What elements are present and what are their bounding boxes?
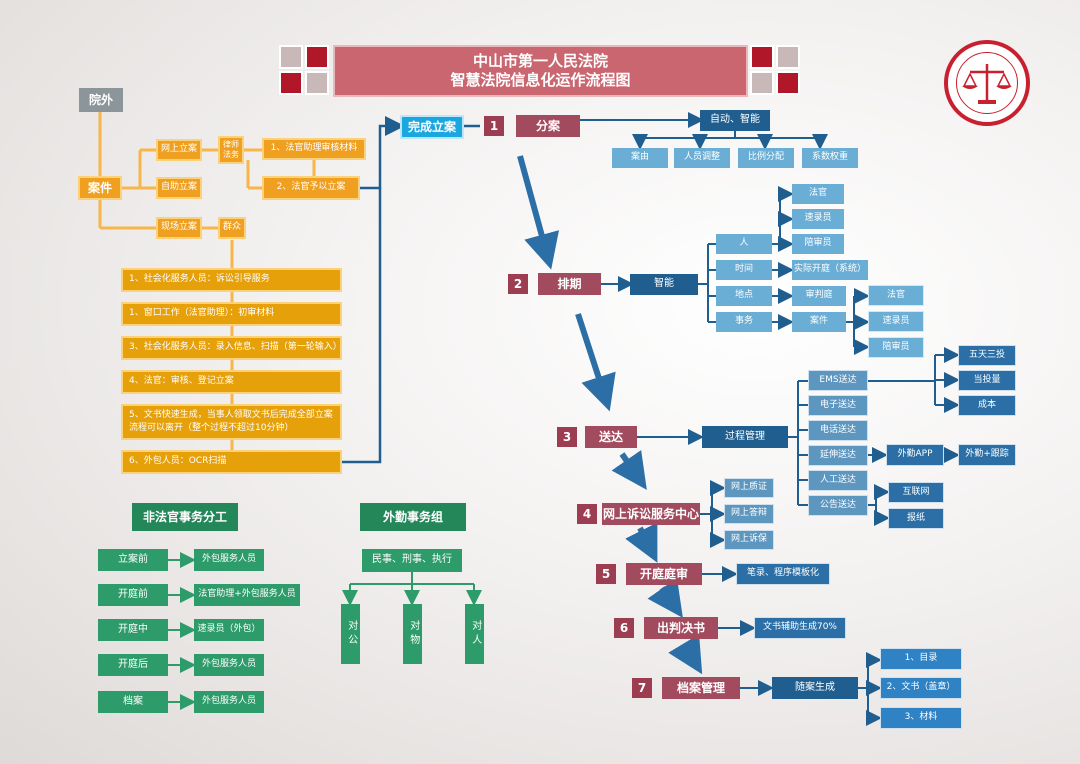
- schedule-time: 实际开庭（系统）: [792, 260, 868, 280]
- archive-item: 2、文书（盖章）: [880, 677, 962, 699]
- nonjudge-staff: 外包服务人员: [194, 654, 264, 676]
- nonjudge-title: 非法官事务分工: [132, 503, 238, 531]
- schedule-dim: 人: [716, 234, 772, 254]
- ems-detail: 当投量: [958, 370, 1016, 391]
- intake-step-6: 6、外包人员：OCR扫描: [121, 450, 342, 474]
- field-track-node: 外勤+跟踪: [958, 444, 1016, 466]
- intake-step-2: 1、窗口工作（法官助理）：初审材料: [121, 302, 342, 326]
- lawyer-node: 律师 法务: [218, 136, 244, 164]
- online-service: 网上答辩: [724, 504, 774, 524]
- notice-channel: 互联网: [888, 482, 944, 503]
- title-deco-left: [279, 45, 331, 97]
- schedule-affair: 案件: [792, 312, 846, 332]
- field-app-node: 外勤APP: [886, 444, 944, 466]
- stage-number: 1: [484, 116, 504, 136]
- filing-complete-node: 完成立案: [400, 115, 464, 139]
- judge-accept-node: 2、法官予以立案: [262, 176, 360, 200]
- intake-step-5: 5、文书快速生成，当事人领取文书后完成全部立案流程可以离开（整个过程不超过10分…: [121, 404, 342, 440]
- archive-gen-node: 随案生成: [772, 677, 858, 699]
- nonjudge-stage: 开庭中: [98, 619, 168, 641]
- field-target: 对物: [403, 604, 422, 664]
- intake-step-1: 1、社会化服务人员：诉讼引导服务: [121, 268, 342, 292]
- online-filing-node: 网上立案: [156, 139, 202, 161]
- delivery-method: 人工送达: [808, 470, 868, 491]
- stage-number: 3: [557, 427, 577, 447]
- assign-item: 人员调整: [674, 148, 730, 168]
- stage-number: 6: [614, 618, 634, 638]
- stage-trial: 开庭庭审: [626, 563, 702, 585]
- field-target: 对公: [341, 604, 360, 664]
- ems-detail: 成本: [958, 395, 1016, 416]
- schedule-dim: 地点: [716, 286, 772, 306]
- outside-court-node: 院外: [79, 88, 123, 112]
- assign-item: 系数权重: [802, 148, 858, 168]
- notice-channel: 报纸: [888, 508, 944, 529]
- affair-person: 陪审员: [868, 337, 924, 358]
- stage-assign: 分案: [516, 115, 580, 137]
- nonjudge-staff: 速录员（外包）: [194, 619, 264, 641]
- stage-schedule: 排期: [538, 273, 601, 295]
- assistant-review-node: 1、法官助理审核材料: [262, 138, 366, 160]
- stage-online-center: 网上诉讼服务中心: [602, 503, 700, 525]
- delivery-method: 电话送达: [808, 420, 868, 441]
- title-banner: 中山市第一人民法院 智慧法院信息化运作流程图: [333, 45, 748, 97]
- case-node: 案件: [78, 176, 122, 200]
- assign-item: 案由: [612, 148, 668, 168]
- title-line2: 智慧法院信息化运作流程图: [450, 71, 631, 89]
- schedule-dim: 时间: [716, 260, 772, 280]
- assign-item: 比例分配: [738, 148, 794, 168]
- field-scope: 民事、刑事、执行: [362, 549, 462, 572]
- field-target: 对人: [465, 604, 484, 664]
- process-mgmt-node: 过程管理: [702, 426, 788, 448]
- public-node: 群众: [218, 217, 246, 239]
- self-filing-node: 自助立案: [156, 177, 202, 199]
- delivery-method: 电子送达: [808, 395, 868, 416]
- affair-person: 法官: [868, 285, 924, 306]
- stage-number: 7: [632, 678, 652, 698]
- nonjudge-stage: 开庭后: [98, 654, 168, 676]
- onsite-filing-node: 现场立案: [156, 217, 202, 239]
- delivery-method: 公告送达: [808, 495, 868, 516]
- title-line1: 中山市第一人民法院: [472, 52, 608, 71]
- archive-item: 1、目录: [880, 648, 962, 670]
- court-seal-icon: [944, 40, 1030, 126]
- title-deco-right: [750, 45, 802, 97]
- nonjudge-stage: 档案: [98, 691, 168, 713]
- schedule-person: 速录员: [792, 209, 844, 229]
- stage-delivery: 送达: [585, 426, 637, 448]
- online-service: 网上质证: [724, 478, 774, 498]
- schedule-person: 法官: [792, 184, 844, 204]
- ems-detail: 五天三投: [958, 345, 1016, 366]
- schedule-dim: 事务: [716, 312, 772, 332]
- intake-step-4: 4、法官：审核、登记立案: [121, 370, 342, 394]
- online-service: 网上诉保: [724, 530, 774, 550]
- stage-number: 5: [596, 564, 616, 584]
- delivery-method: EMS送达: [808, 370, 868, 391]
- schedule-place: 审判庭: [792, 286, 846, 306]
- affair-person: 速录员: [868, 311, 924, 332]
- nonjudge-staff: 外包服务人员: [194, 691, 264, 713]
- delivery-method: 延伸送达: [808, 445, 868, 466]
- judgment-aid-node: 文书辅助生成70%: [754, 617, 846, 639]
- smart-node: 智能: [630, 274, 698, 295]
- trial-template-node: 笔录、程序模板化: [736, 563, 830, 585]
- stage-judgment: 出判决书: [644, 617, 718, 639]
- auto-smart-node: 自动、智能: [700, 110, 770, 131]
- nonjudge-staff: 外包服务人员: [194, 549, 264, 571]
- stage-number: 4: [577, 504, 597, 524]
- nonjudge-stage: 开庭前: [98, 584, 168, 606]
- stage-number: 2: [508, 274, 528, 294]
- nonjudge-staff: 法官助理+外包服务人员: [194, 584, 300, 606]
- field-title: 外勤事务组: [360, 503, 466, 531]
- schedule-person: 陪审员: [792, 234, 844, 254]
- stage-archive: 档案管理: [662, 677, 740, 699]
- nonjudge-stage: 立案前: [98, 549, 168, 571]
- intake-step-3: 3、社会化服务人员：录入信息、扫描（第一轮输入）: [121, 336, 342, 360]
- archive-item: 3、材料: [880, 707, 962, 729]
